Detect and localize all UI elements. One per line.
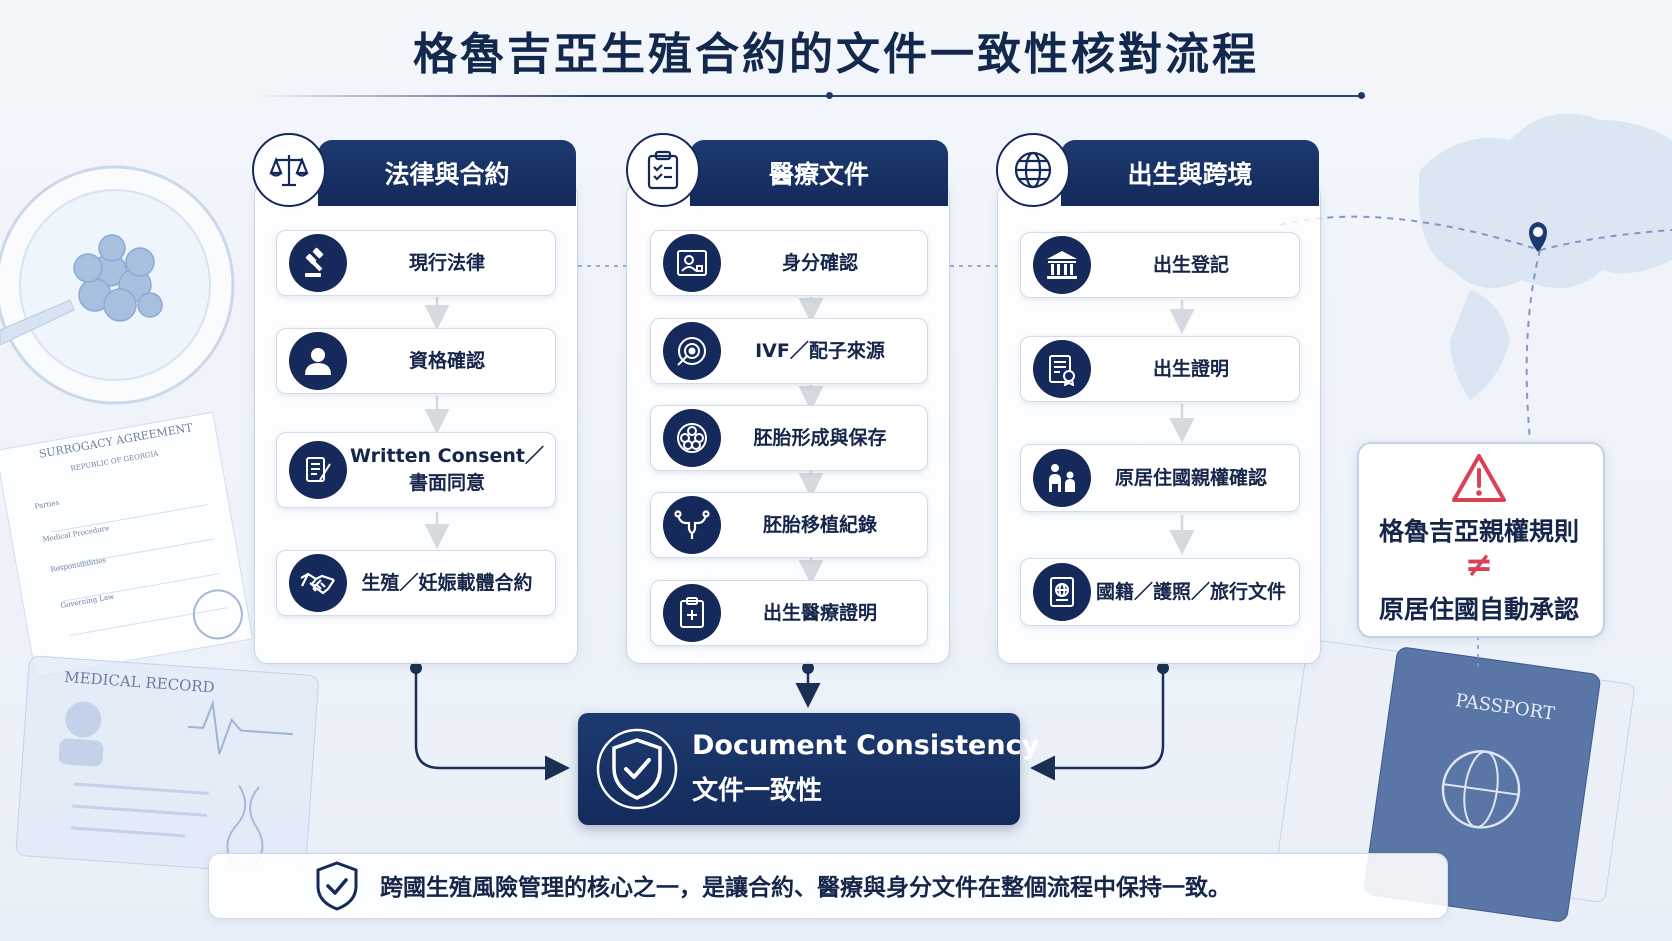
certificate-icon (1049, 355, 1075, 386)
core-title-en: Document Consistency (692, 730, 1040, 761)
clipboard-icon (647, 150, 679, 190)
list-item-embryo-transfer-record[interactable]: 胚胎移植紀錄 (650, 492, 928, 558)
list-item-eligibility[interactable]: 資格確認 (276, 328, 556, 394)
column-birth-title: 出生與跨境 (1127, 160, 1253, 189)
warning-icon (1452, 454, 1506, 502)
list-item-label: 胚胎移植紀錄 (762, 513, 877, 536)
scales-icon (269, 155, 309, 187)
column-medical-title: 醫療文件 (768, 160, 869, 189)
list-item-label: 原居住國親權確認 (1114, 466, 1267, 489)
list-item-label: 現行法律 (408, 251, 485, 274)
bottom-note-bar (208, 853, 1448, 919)
uterus-icon (674, 510, 710, 539)
title-divider-dot (826, 92, 833, 99)
page-title: 格魯吉亞生殖合約的文件一致性核對流程 (413, 29, 1259, 80)
list-item-label: 國籍／護照／旅行文件 (1095, 580, 1286, 603)
column-birth-header: 出生與跨境 (1061, 140, 1319, 206)
family-icon (1049, 464, 1075, 492)
list-item-label: IVF／配子來源 (755, 339, 885, 362)
gavel-icon-badge (289, 234, 347, 292)
uterus-icon-badge (663, 496, 721, 554)
list-item-ivf-gamete-source[interactable]: IVF／配子來源 (650, 318, 928, 384)
medical-clipboard-icon (680, 597, 704, 628)
title-divider (255, 95, 1365, 97)
passport-book-icon (1278, 639, 1635, 922)
column-legal-header: 法律與合約 (318, 140, 576, 206)
list-item-nationality-travel-docs[interactable]: 國籍／護照／旅行文件 (1020, 558, 1300, 626)
person-icon-badge (289, 332, 347, 390)
location-pin-icon (1529, 222, 1547, 252)
list-item-label: 身分確認 (781, 251, 858, 274)
column-medical-header-icon-badge (626, 133, 700, 207)
warning-line-georgia-rule: 格魯吉亞親權規則 (1378, 517, 1579, 546)
handshake-icon (300, 572, 335, 595)
government-building-icon (1047, 251, 1077, 279)
world-map-icon (1418, 113, 1672, 400)
title-divider-end-dot (1358, 92, 1365, 99)
list-item-label: 出生登記 (1152, 253, 1229, 276)
list-item-label: Written Consent／ 書面同意 (349, 445, 545, 494)
egg-cell-icon (677, 337, 706, 366)
id-card-icon-badge (663, 234, 721, 292)
id-card-icon (677, 250, 707, 276)
agreement-paper-icon (0, 411, 254, 678)
gavel-icon (305, 247, 324, 277)
core-title-zh: 文件一致性 (692, 776, 823, 806)
list-item-current-law[interactable]: 現行法律 (276, 230, 556, 296)
warning-line-home-country: 原居住國自動承認 (1378, 595, 1579, 624)
globe-icon (1014, 151, 1052, 189)
list-item-label: 生殖／妊娠載體合約 (361, 571, 533, 594)
medical-clipboard-icon-badge (663, 584, 721, 642)
list-item-label: 資格確認 (408, 349, 485, 372)
not-equal-symbol: ≠ (1464, 545, 1494, 585)
certificate-icon-badge (1033, 340, 1091, 398)
list-item-birth-registration[interactable]: 出生登記 (1020, 232, 1300, 298)
embryo-icon (677, 423, 707, 453)
list-item-label: 出生醫療證明 (762, 601, 877, 624)
column-legal-title: 法律與合約 (384, 160, 510, 189)
handshake-icon-badge (289, 554, 347, 612)
document-pen-icon-badge (289, 441, 347, 499)
list-item-identity-check[interactable]: 身分確認 (650, 230, 928, 296)
government-building-icon-badge (1033, 236, 1091, 294)
list-item-written-consent[interactable]: Written Consent／ 書面同意 (276, 432, 556, 508)
family-icon-badge (1033, 449, 1091, 507)
list-item-birth-certificate[interactable]: 出生證明 (1020, 336, 1300, 402)
petri-dish-icon (0, 165, 235, 405)
shield-check-icon (596, 728, 678, 810)
medical-record-card-icon (15, 655, 319, 876)
egg-cell-icon-badge (663, 322, 721, 380)
shield-check-icon (316, 861, 358, 911)
column-medical-header: 醫療文件 (690, 140, 948, 206)
list-item-surrogacy-contract[interactable]: 生殖／妊娠載體合約 (276, 550, 556, 616)
column-legal-header-icon-badge (252, 133, 326, 207)
list-item-label: 出生證明 (1152, 357, 1229, 380)
list-item-home-country-parentage[interactable]: 原居住國親權確認 (1020, 444, 1300, 512)
passport-icon-badge (1033, 563, 1091, 621)
bottom-note-text: 跨國生殖風險管理的核心之一，是讓合約、醫療與身分文件在整個流程中保持一致。 (380, 875, 1231, 901)
list-item-embryo-storage[interactable]: 胚胎形成與保存 (650, 405, 928, 471)
embryo-icon-badge (663, 409, 721, 467)
list-item-birth-medical-certificate[interactable]: 出生醫療證明 (650, 580, 928, 646)
list-item-label: 胚胎形成與保存 (753, 426, 887, 449)
column-birth-header-icon-badge (996, 133, 1070, 207)
person-icon (305, 348, 331, 375)
passport-icon (1050, 577, 1074, 607)
document-pen-icon (306, 457, 331, 482)
